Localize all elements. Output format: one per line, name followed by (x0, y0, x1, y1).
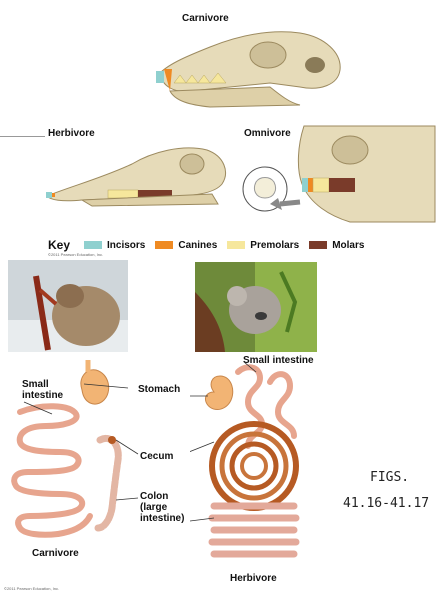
divider-line (0, 136, 45, 137)
herbivore-skull-illustration (42, 138, 232, 210)
cecum-label: Cecum (140, 451, 173, 462)
canines-swatch (155, 241, 173, 249)
carnivore-skull-label: Carnivore (182, 13, 229, 24)
carnivore-skull-illustration (150, 25, 350, 113)
incisors-label: Incisors (107, 240, 145, 251)
figs-line1: FIGS. (370, 470, 409, 485)
coyote-photo (8, 260, 128, 352)
molars-swatch (309, 241, 327, 249)
carnivore-digestive-tract (0, 360, 140, 550)
herbivore-digestive-tract (190, 362, 330, 577)
premolars-label: Premolars (250, 240, 299, 251)
stomach-label: Stomach (138, 384, 180, 395)
tooth-key: Key Incisors Canines Premolars Molars (48, 238, 364, 252)
key-title: Key (48, 238, 70, 252)
molars-label: Molars (332, 240, 364, 251)
bottom-copyright: ©2011 Pearson Education, Inc. (4, 586, 59, 591)
figs-line2: 41.16-41.17 (343, 496, 429, 511)
koala-photo (195, 262, 317, 352)
premolars-swatch (227, 241, 245, 249)
key-copyright: ©2011 Pearson Education, Inc. (48, 252, 103, 257)
omnivore-skull-illustration (240, 124, 440, 224)
incisors-swatch (84, 241, 102, 249)
canines-label: Canines (178, 240, 217, 251)
colon-label: Colon (large intestine) (140, 491, 184, 524)
